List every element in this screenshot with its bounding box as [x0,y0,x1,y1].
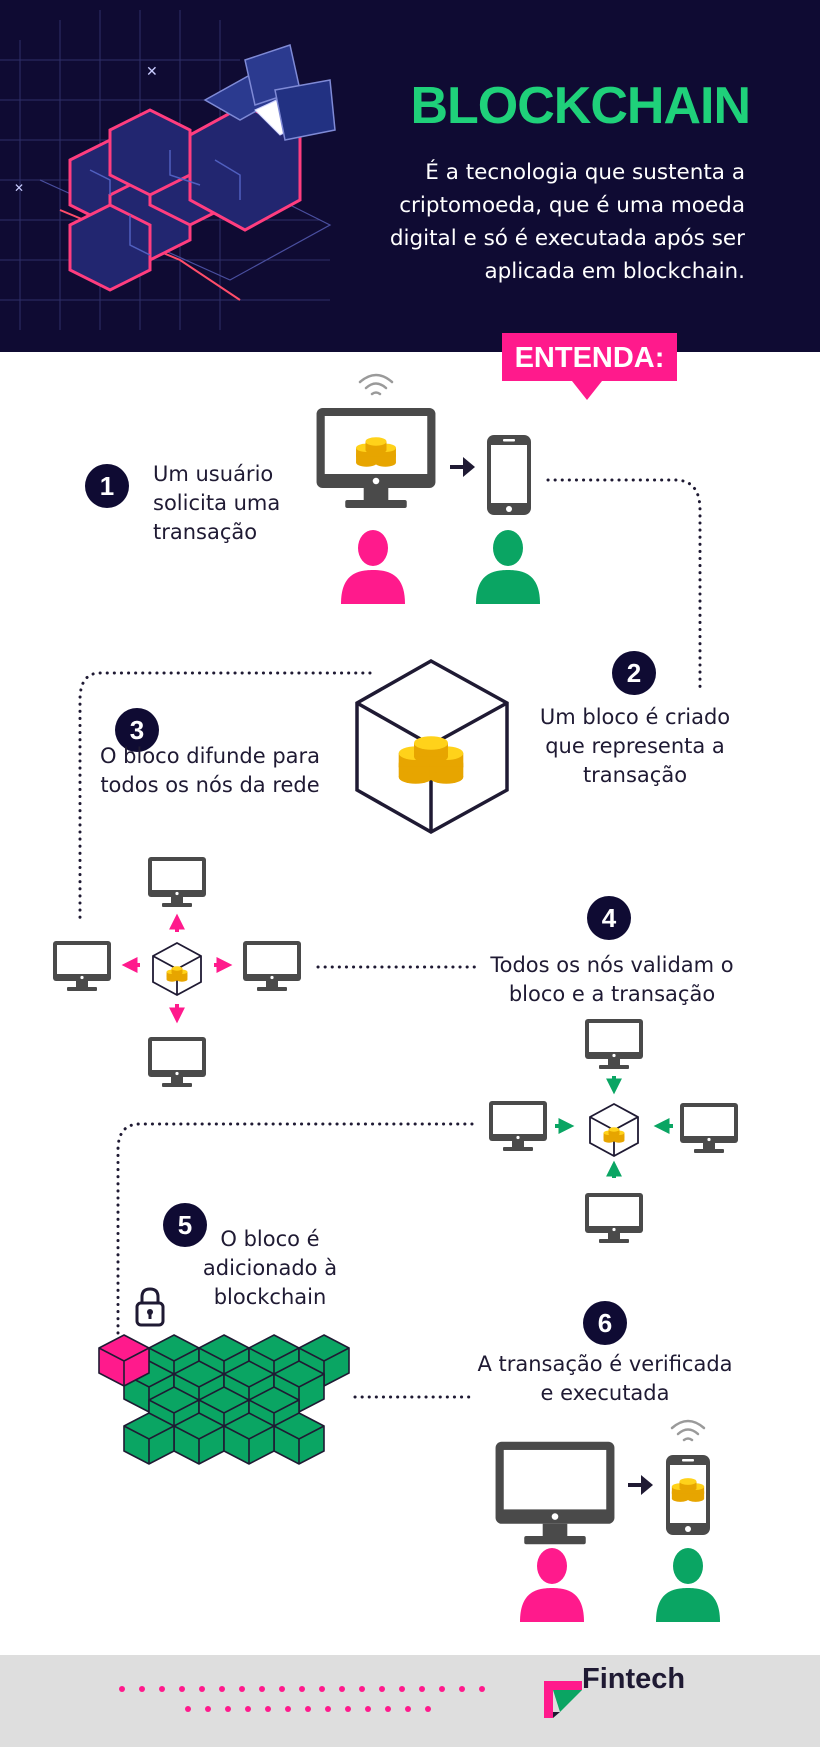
page-title: BLOCKCHAIN [410,77,751,135]
step-5-text: O bloco é adicionado à blockchain [202,1227,338,1309]
step-4-text: Todos os nós validam o bloco e a transaç… [490,953,734,1006]
blockchain-cube-illustration: ✕ ✕ [0,10,336,330]
fintech-logo-icon [544,1681,582,1718]
footer-background [0,1655,820,1747]
step-4-number: 4 [601,903,617,933]
step1-illustration [316,373,540,604]
user-icon [476,530,540,604]
step-3-number: 3 [129,715,145,745]
arrow-icon [641,1475,653,1495]
svg-text:✕: ✕ [146,64,158,80]
step-2-number: 2 [626,658,642,688]
monitor-icon [489,1101,547,1151]
step-6-text: A transação é verificada e executada [477,1352,733,1405]
user-icon [341,530,405,604]
validation-network [489,1019,738,1243]
flow-connectors [78,478,702,1399]
step-1-number: 1 [99,471,115,501]
page-subtitle: É a tecnologia que sustenta a criptomoed… [389,160,745,284]
monitor-icon [680,1103,738,1153]
block-cube-icon [590,1104,638,1156]
step-3-text: O bloco difunde para todos os nós da red… [99,744,321,797]
blockchain-blocks [98,1334,350,1465]
step-5-number: 5 [177,1210,193,1240]
broadcast-network [53,857,301,1087]
svg-text:✕: ✕ [14,181,24,195]
monitor-icon [243,941,301,991]
monitor-icon [53,941,111,991]
block-cube-icon [153,943,201,995]
entenda-badge: ENTENDA: [514,342,665,374]
monitor-icon [585,1193,643,1243]
monitor-icon [148,857,206,907]
step-2-text: Um bloco é criado que representa a trans… [539,705,731,787]
monitor-icon [585,1019,643,1069]
arrow-icon [463,457,475,477]
footer-brand: Fintech [582,1663,686,1695]
block-cube-icon [355,658,509,835]
lock-icon [135,1287,165,1327]
entenda-badge-shape [502,333,677,400]
step6-illustration [495,1419,720,1622]
step-number-circles [85,464,656,1345]
footer-dots [119,1686,485,1712]
monitor-icon [495,1441,615,1545]
step-6-number: 6 [597,1308,613,1338]
monitor-icon [148,1037,206,1087]
user-icon [656,1548,720,1622]
step-1-text: Um usuário solicita uma transação [153,462,281,544]
user-icon [520,1548,584,1622]
smartphone-icon [487,435,531,515]
